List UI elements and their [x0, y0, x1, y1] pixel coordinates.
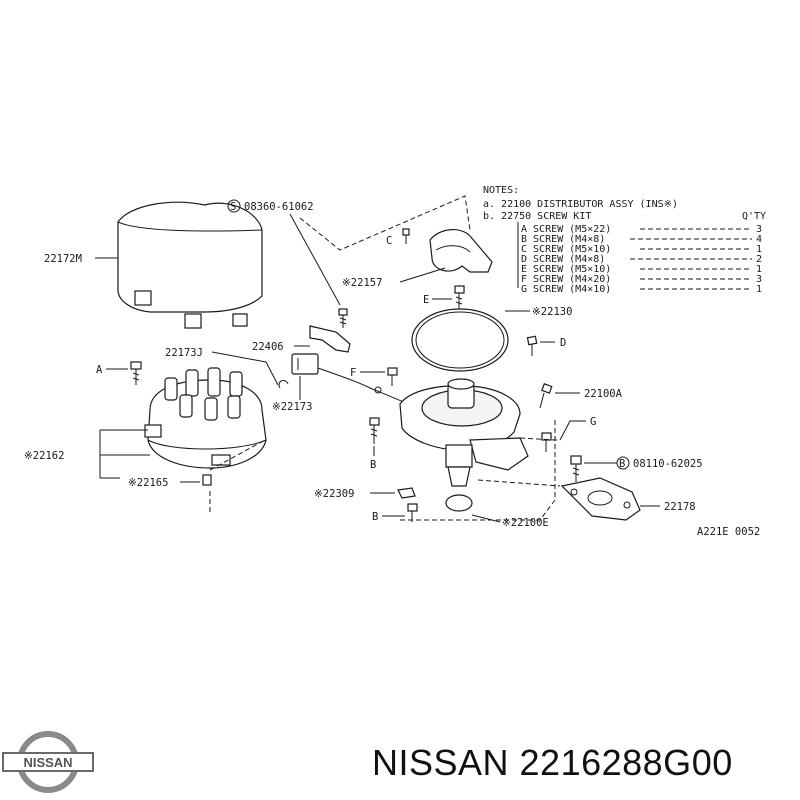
small-bolt	[338, 308, 348, 328]
dashed-adapter-line	[400, 420, 556, 521]
screw-b2-icon	[407, 503, 418, 522]
distributor-cap	[144, 367, 267, 469]
label-cover: 22172M	[44, 253, 82, 265]
letter-b-lower: B	[372, 511, 378, 523]
figure-code: A221E 0052	[697, 526, 760, 538]
letter-e: E	[423, 294, 429, 306]
dashed-shaft-line	[477, 479, 561, 487]
notes-heading: NOTES:	[483, 185, 519, 196]
letter-g: G	[590, 416, 596, 428]
letter-c: C	[386, 235, 392, 247]
screw-g-icon	[541, 432, 552, 452]
label-rotor: ※22157	[342, 277, 382, 289]
adapter-bolt-icon	[570, 455, 582, 482]
washer	[397, 487, 416, 499]
harness-connector	[291, 353, 441, 416]
bracket	[309, 325, 351, 353]
leader-s-bolt	[289, 213, 341, 306]
notes-line-b: b. 22750 SCREW KIT	[483, 211, 591, 222]
label-seal: ※22100E	[502, 517, 549, 529]
screw-row-c: C SCREW (M5×10)	[521, 244, 611, 255]
carbon-point	[202, 474, 212, 486]
screw-qty-f: 3	[756, 274, 762, 285]
nissan-logo-text: NISSAN	[23, 755, 72, 770]
housing-screw-icon	[539, 383, 553, 409]
label-clip: 22173J	[165, 347, 203, 359]
s-symbol-text: S	[230, 201, 236, 213]
dashed-g-line	[519, 437, 560, 441]
screw-row-f: F SCREW (M4×20)	[521, 274, 611, 285]
label-washer: ※22309	[314, 488, 354, 500]
screw-qty-b: 4	[756, 234, 762, 245]
letter-d: D	[560, 337, 566, 349]
leader-rotor	[399, 267, 446, 283]
clip	[278, 380, 289, 389]
screw-list: A SCREW (M5×22) B SCREW (M4×8) C SCREW (…	[521, 224, 762, 295]
screw-row-a: A SCREW (M5×22)	[521, 224, 611, 235]
o-ring	[411, 308, 509, 372]
dashed-cover-line	[299, 195, 471, 251]
dashed-cap-line	[209, 439, 266, 512]
qty-header: Q'TY	[742, 211, 766, 222]
s-circle-symbol	[227, 199, 241, 213]
screw-row-g: G SCREW (M4×10)	[521, 284, 611, 295]
label-cap: ※22162	[24, 450, 64, 462]
part-number-title: NISSAN 2216288G00	[372, 742, 733, 783]
letter-f: F	[350, 367, 356, 379]
letter-b-upper: B	[370, 459, 376, 471]
screw-row-d: D SCREW (M4×8)	[521, 254, 605, 265]
letter-a: A	[96, 364, 103, 376]
screw-b1-icon	[369, 417, 380, 444]
rotor	[429, 229, 493, 273]
distributor-cover	[95, 201, 263, 329]
label-harness: ※22173	[272, 401, 312, 413]
nissan-logo-icon: NISSAN	[2, 731, 94, 793]
screw-qty-g: 1	[756, 284, 762, 295]
screw-row-b: B SCREW (M4×8)	[521, 234, 605, 245]
label-bracket: 22406	[252, 341, 284, 353]
screw-c-icon	[402, 228, 410, 244]
screw-qty-a: 3	[756, 224, 762, 235]
b-symbol-text: B	[619, 458, 625, 470]
seal-ring	[445, 494, 473, 512]
screw-row-e: E SCREW (M5×10)	[521, 264, 611, 275]
leader-clip	[211, 351, 279, 386]
distributor-housing	[399, 378, 529, 487]
label-adapter: 22178	[664, 501, 696, 513]
distributor-adapter	[560, 477, 641, 521]
screw-qty-e: 1	[756, 264, 762, 275]
notes-block: NOTES: a. 22100 DISTRIBUTOR ASSY (INS※) …	[483, 185, 766, 295]
label-s-bolt: 08360-61062	[244, 201, 314, 213]
label-oring: ※22130	[532, 306, 572, 318]
screw-d-icon	[526, 335, 538, 356]
screw-f-icon	[387, 367, 398, 386]
screw-qty-d: 2	[756, 254, 762, 265]
label-distributor: 22100A	[584, 388, 623, 400]
label-carbon: ※22165	[128, 477, 168, 489]
screw-qty-c: 1	[756, 244, 762, 255]
label-b-bolt: 08110-62025	[633, 458, 703, 470]
screw-e-icon	[454, 285, 465, 310]
screw-a-icon	[130, 361, 142, 385]
notes-line-a: a. 22100 DISTRIBUTOR ASSY (INS※)	[483, 199, 678, 210]
